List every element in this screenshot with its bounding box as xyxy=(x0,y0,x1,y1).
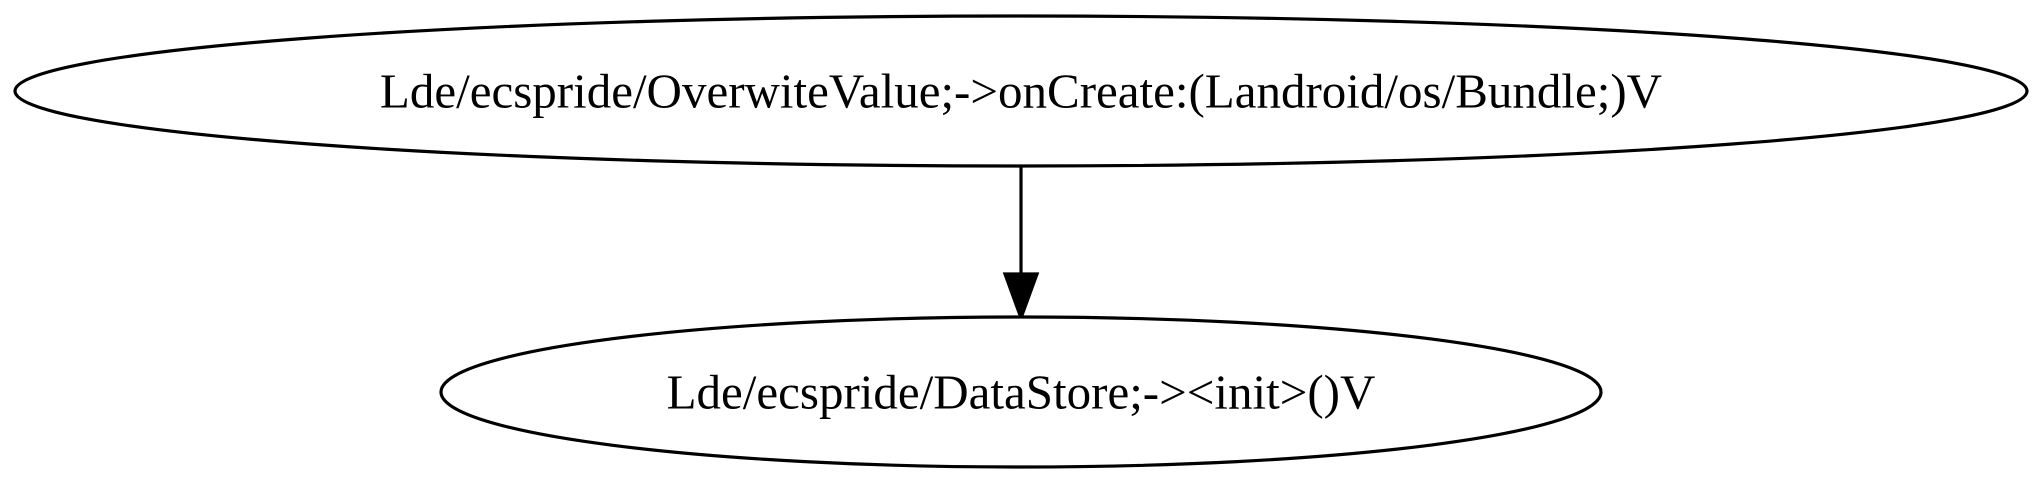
node-datastore-init[interactable]: Lde/ecspride/DataStore;-><init>()V xyxy=(439,315,1603,469)
node-datastore-init-label: Lde/ecspride/DataStore;-><init>()V xyxy=(667,365,1376,420)
node-oncreate-label: Lde/ecspride/OverwiteValue;->onCreate:(L… xyxy=(380,64,1662,119)
edge-oncreate-to-datastore-init xyxy=(1002,166,1040,323)
edge-arrowhead xyxy=(1002,272,1040,323)
node-datastore-init-ellipse xyxy=(439,315,1603,469)
node-oncreate[interactable]: Lde/ecspride/OverwiteValue;->onCreate:(L… xyxy=(13,14,2029,168)
